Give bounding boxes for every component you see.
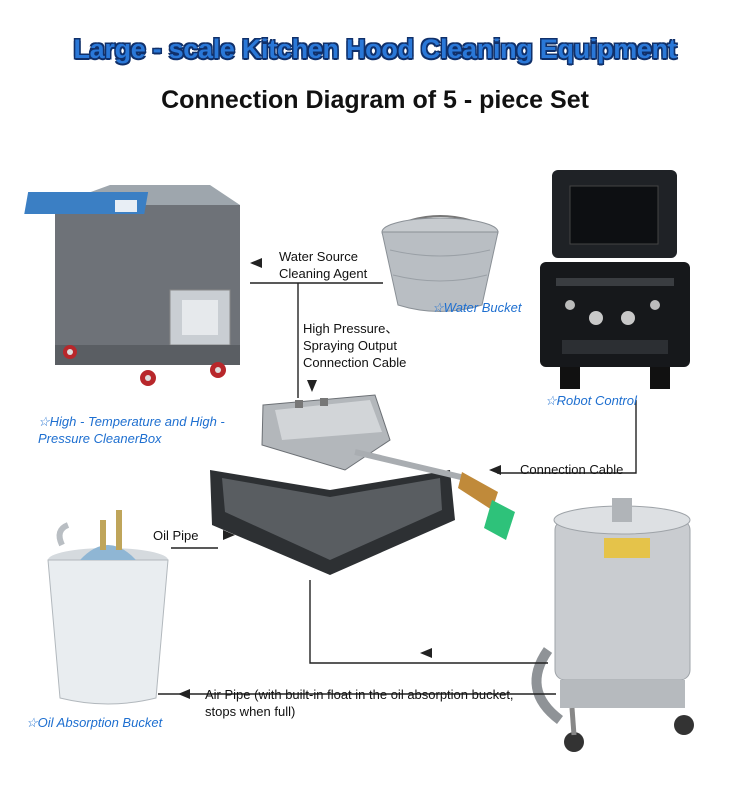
water-source-label: Water Source Cleaning Agent xyxy=(279,249,368,281)
connection-cable-label: Connection Cable xyxy=(520,462,624,477)
control-to-robot-line xyxy=(497,400,637,474)
water-bucket-caption: ☆Water Bucket xyxy=(432,300,522,315)
vacuum-cleaner-image xyxy=(531,498,694,752)
oil-bucket-caption: ☆Oil Absorption Bucket xyxy=(26,715,163,730)
connector-lines xyxy=(158,282,637,695)
arrow-air-pipe-vacuum xyxy=(420,648,432,658)
high-pressure-label: High Pressure、Spraying Output Connection… xyxy=(303,321,407,370)
air-pipe-vacuum-line xyxy=(309,580,548,664)
water-bucket-image xyxy=(381,215,499,312)
arrow-connection-cable xyxy=(489,465,501,475)
robot-control-image xyxy=(540,170,690,389)
connector-arrows xyxy=(178,258,501,699)
arrow-water-source xyxy=(250,258,262,268)
cleaner-box-image xyxy=(24,185,240,386)
crawler-robot-image xyxy=(210,394,515,575)
arrow-air-pipe-bucket xyxy=(178,689,190,699)
cleaner-box-caption: ☆High - Temperature and High - Pressure … xyxy=(38,414,225,446)
oil-pipe-label: Oil Pipe xyxy=(153,528,199,543)
arrow-high-pressure xyxy=(307,380,317,392)
subtitle: Connection Diagram of 5 - piece Set xyxy=(161,86,589,114)
arrow-oil-pipe xyxy=(223,530,235,540)
oil-bucket-image xyxy=(47,510,169,705)
main-title: Large - scale Kitchen Hood Cleaning Equi… xyxy=(73,34,677,64)
air-pipe-bucket-label: Air Pipe (with built-in float in the oil… xyxy=(205,687,514,719)
robot-control-caption: ☆Robot Control xyxy=(545,393,637,408)
